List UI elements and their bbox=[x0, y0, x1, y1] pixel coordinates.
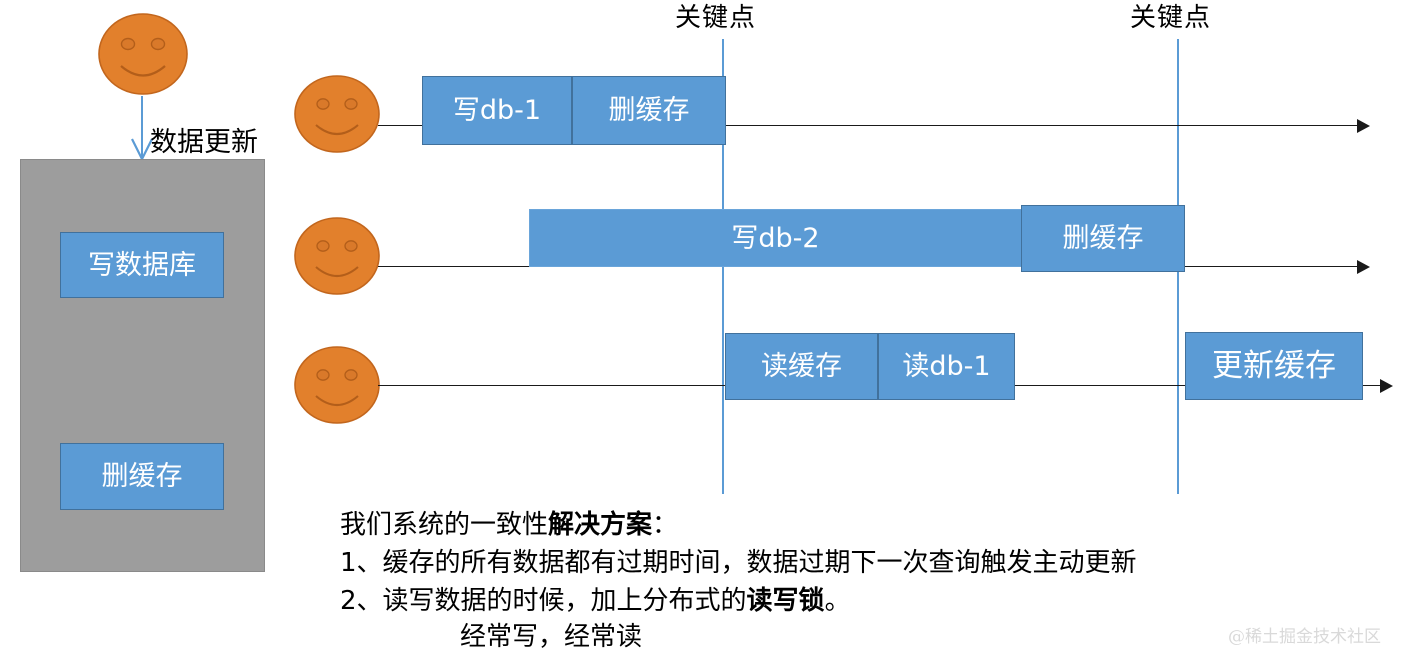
timeline-3-box-update-cache-label: 更新缓存 bbox=[1212, 347, 1336, 384]
timeline-3-box-read-db-1[interactable]: 读db-1 bbox=[878, 333, 1015, 400]
data-update-label: 数据更新 bbox=[150, 127, 258, 158]
timeline-3-box-update-cache[interactable]: 更新缓存 bbox=[1185, 332, 1363, 400]
caption-line-1-suffix: ： bbox=[652, 510, 679, 540]
timeline-1-lead bbox=[378, 125, 424, 126]
caption-line-3-suffix: 。 bbox=[824, 586, 851, 616]
step-delete-cache-label: 删缓存 bbox=[101, 461, 183, 492]
caption-line-1-prefix: 我们系统的一致性 bbox=[340, 510, 549, 540]
caption-line-1: 我们系统的一致性解决方案： bbox=[340, 508, 678, 542]
data-update-arrow-line bbox=[141, 96, 143, 158]
timeline-1-box-write-db-1-label: 写db-1 bbox=[452, 95, 542, 126]
timeline-3-box-read-cache[interactable]: 读缓存 bbox=[725, 333, 878, 400]
timeline-2-tail bbox=[1185, 266, 1363, 267]
timeline-3-lead bbox=[378, 385, 726, 386]
user-actor-icon bbox=[97, 12, 189, 96]
update-container bbox=[20, 159, 265, 572]
step-write-db-box[interactable]: 写数据库 bbox=[60, 232, 224, 298]
timeline-2-arrow-icon bbox=[1357, 260, 1370, 274]
caption-line-3-prefix: 2、读写数据的时候，加上分布式的 bbox=[340, 586, 747, 616]
timeline-2-box-delete-cache-label: 删缓存 bbox=[1062, 223, 1144, 254]
timeline-3-tail bbox=[1362, 385, 1384, 386]
timeline-1-box-delete-cache-label: 删缓存 bbox=[608, 95, 690, 126]
timeline-3-box-read-db-1-label: 读db-1 bbox=[902, 351, 991, 382]
timeline-1-box-delete-cache[interactable]: 删缓存 bbox=[572, 76, 726, 145]
caption-line-1-bold: 解决方案 bbox=[548, 510, 653, 540]
timeline-2-box-write-db-2[interactable]: 写db-2 bbox=[529, 209, 1022, 267]
timeline-3-arrow-icon bbox=[1380, 379, 1393, 393]
timeline-2-box-delete-cache[interactable]: 删缓存 bbox=[1021, 205, 1185, 272]
caption-line-2: 1、缓存的所有数据都有过期时间，数据过期下一次查询触发主动更新 bbox=[340, 548, 1137, 578]
timeline-1-tail bbox=[726, 125, 1363, 126]
thread-2-actor-icon bbox=[293, 216, 381, 296]
caption-line-3: 2、读写数据的时候，加上分布式的读写锁。 bbox=[340, 584, 851, 618]
keypoint-1-label: 关键点 bbox=[675, 3, 757, 33]
thread-3-actor-icon bbox=[293, 345, 381, 425]
timeline-2-lead bbox=[378, 266, 530, 267]
timeline-3-mid bbox=[1015, 385, 1186, 386]
thread-1-actor-icon bbox=[293, 74, 381, 154]
timeline-3-box-read-cache-label: 读缓存 bbox=[761, 351, 842, 382]
step-delete-cache-box[interactable]: 删缓存 bbox=[60, 443, 224, 510]
watermark: @稀土掘金技术社区 bbox=[1228, 627, 1381, 647]
step-write-db-label: 写数据库 bbox=[88, 249, 196, 281]
caption-line-4: 经常写，经常读 bbox=[460, 622, 643, 652]
timeline-2-box-write-db-2-label: 写db-2 bbox=[731, 222, 820, 254]
timeline-1-box-write-db-1[interactable]: 写db-1 bbox=[422, 76, 572, 145]
caption-line-3-bold: 读写锁 bbox=[746, 586, 825, 616]
timeline-1-arrow-icon bbox=[1357, 119, 1370, 133]
keypoint-2-label: 关键点 bbox=[1130, 3, 1212, 33]
